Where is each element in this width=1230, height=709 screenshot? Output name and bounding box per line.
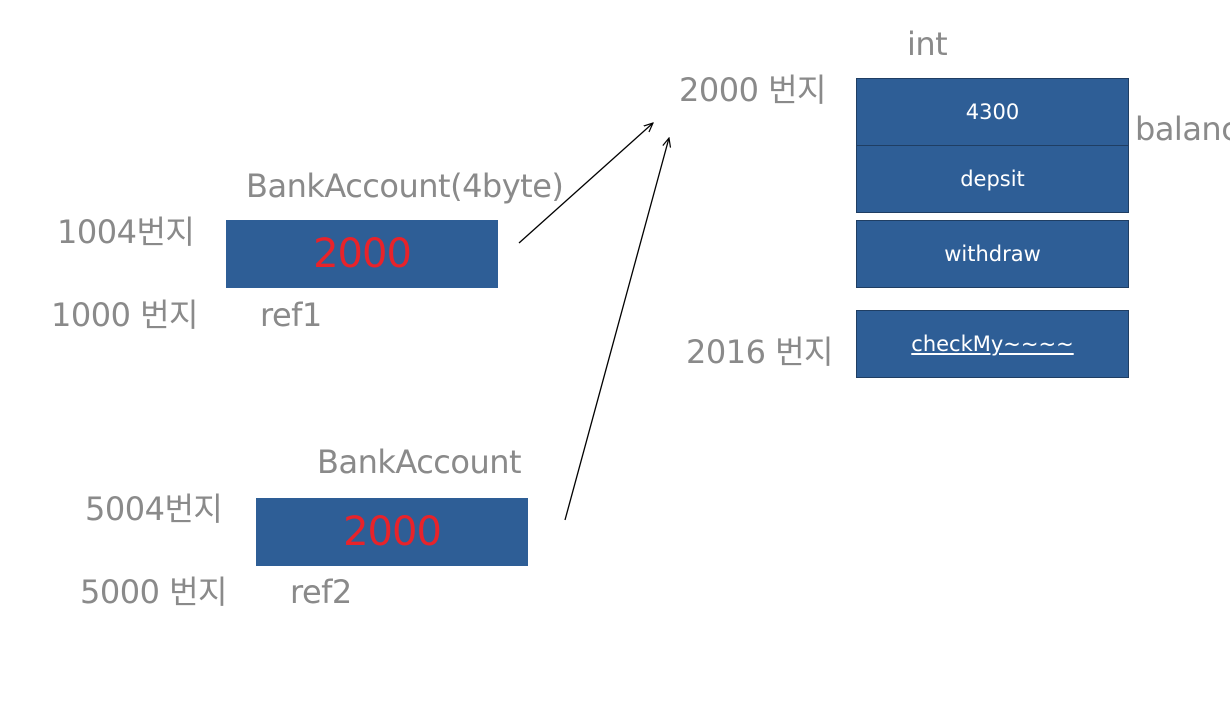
ref2-lower-address: 5000 번지 — [80, 573, 228, 611]
arrow-ref2-to-object — [564, 138, 669, 521]
ref1-upper-address: 1004번지 — [57, 213, 195, 251]
member-withdraw-label: withdraw — [944, 242, 1041, 266]
ref2-upper-address: 5004번지 — [85, 490, 223, 528]
member-checkmy-box: checkMy~~~~ — [856, 310, 1129, 378]
ref1-value: 2000 — [313, 231, 412, 277]
ref1-class-label: BankAccount(4byte) — [246, 167, 564, 205]
address-label-2016: 2016 번지 — [686, 333, 834, 371]
member-balance-box: 4300 — [856, 78, 1129, 146]
type-label-int: int — [907, 25, 948, 63]
ref2-name: ref2 — [290, 573, 352, 611]
field-label-balance: balanc — [1135, 110, 1230, 148]
member-deposit-box: depsit — [856, 145, 1129, 213]
ref2-box: 2000 — [256, 498, 528, 566]
ref1-name: ref1 — [260, 296, 322, 334]
ref1-box: 2000 — [226, 220, 498, 288]
member-deposit-label: depsit — [960, 167, 1025, 191]
member-checkmy-label: checkMy~~~~ — [911, 332, 1074, 356]
ref2-class-label: BankAccount — [317, 443, 522, 481]
address-label-2000: 2000 번지 — [679, 71, 827, 109]
member-balance-value: 4300 — [965, 100, 1020, 124]
ref2-value: 2000 — [343, 509, 442, 555]
member-withdraw-box: withdraw — [856, 220, 1129, 288]
ref1-lower-address: 1000 번지 — [51, 296, 199, 334]
